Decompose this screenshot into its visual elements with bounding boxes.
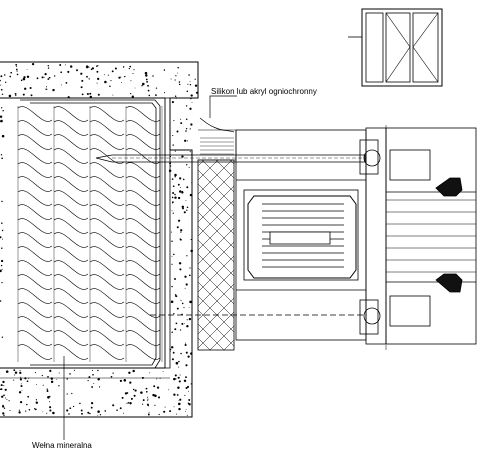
mineral-wool bbox=[17, 106, 163, 362]
insulation-label: Wełna mineralna bbox=[32, 441, 92, 450]
concrete-wall bbox=[0, 61, 199, 418]
window-frame bbox=[235, 127, 477, 345]
anchor-bolt-top bbox=[95, 154, 366, 163]
leader-lines bbox=[63, 95, 237, 440]
sealant-zone bbox=[197, 117, 237, 351]
sealant-label: Silikon lub akryl ogniochronny bbox=[211, 87, 317, 96]
steel-angle bbox=[20, 99, 161, 369]
concrete-stipple bbox=[0, 62, 199, 416]
key-plan-window bbox=[348, 8, 443, 87]
